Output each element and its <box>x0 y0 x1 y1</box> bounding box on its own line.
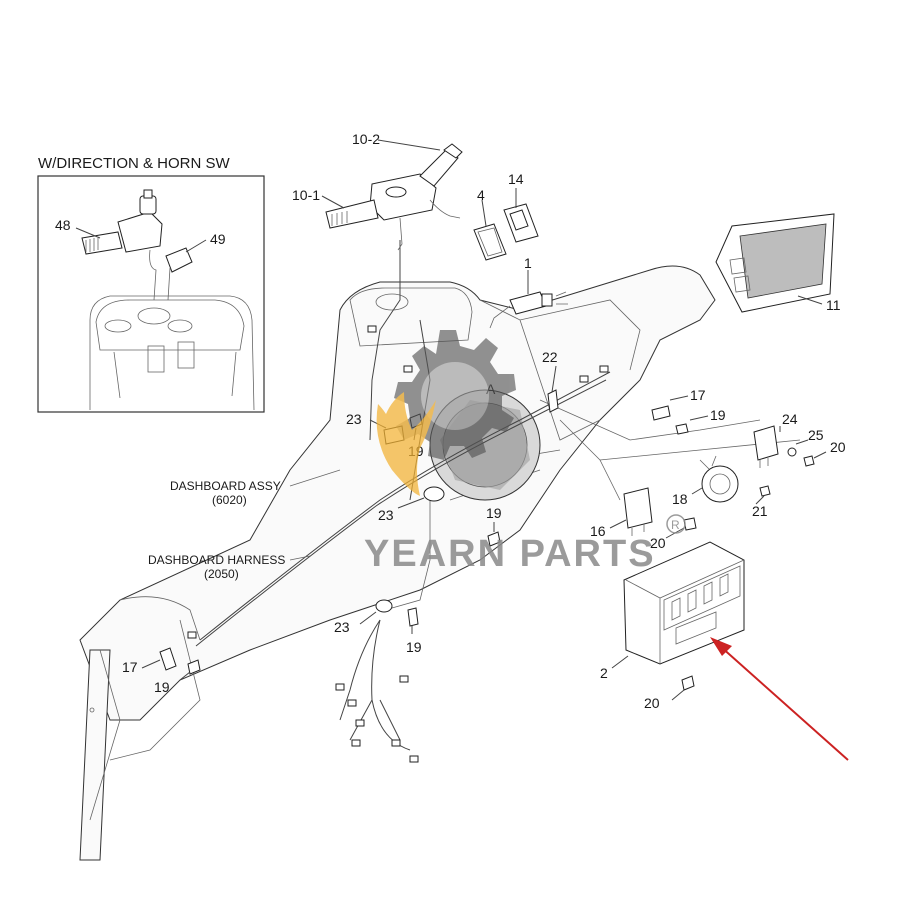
flasher-16 <box>623 487 697 536</box>
relay-24 <box>753 425 815 468</box>
callout-24: 24 <box>782 411 798 427</box>
callout-23-c: 23 <box>334 619 350 635</box>
callout-20-mid: 20 <box>650 535 666 551</box>
key-switch <box>489 291 568 329</box>
dashboard-assy-code: (6020) <box>212 493 247 507</box>
clamp-23-b <box>423 486 501 547</box>
watermark-brand: YEARN PARTS <box>364 533 656 575</box>
clamp-23-c <box>375 599 419 627</box>
horn-18 <box>701 455 771 503</box>
dashboard-harness-label: DASHBOARD HARNESS <box>148 553 285 567</box>
callout-49: 49 <box>210 231 226 247</box>
callout-19-c: 19 <box>486 505 502 521</box>
control-unit-2 <box>623 541 745 691</box>
combination-switch <box>325 143 463 251</box>
callout-11: 11 <box>826 297 841 313</box>
callout-23-b: 23 <box>378 507 394 523</box>
bracket-22 <box>547 389 559 413</box>
callout-20-upper: 20 <box>830 439 846 455</box>
callout-10-1: 10-1 <box>292 187 320 203</box>
callout-17-lower: 17 <box>122 659 138 675</box>
flame-icon <box>376 392 436 496</box>
callout-1: 1 <box>524 255 532 271</box>
dashboard-assy-label: DASHBOARD ASSY <box>170 479 281 493</box>
rocker-switch-4 <box>473 223 507 261</box>
dashboard-harness-code: (2050) <box>204 567 239 581</box>
callout-25: 25 <box>808 427 824 443</box>
callout-22: 22 <box>542 349 558 365</box>
callout-19-d: 19 <box>406 639 422 655</box>
callout-2: 2 <box>600 665 608 681</box>
inset-panel: W/DIRECTION & HORN SW 48 49 <box>37 155 265 413</box>
clip-17-lower <box>159 647 201 675</box>
watermark-logo: YEARN PARTS R <box>364 330 686 575</box>
callout-16: 16 <box>590 523 606 539</box>
direction-horn-switch <box>81 189 193 301</box>
callout-4: 4 <box>477 187 485 203</box>
callout-48: 48 <box>55 217 71 233</box>
callout-18: 18 <box>672 491 688 507</box>
callout-10-2: 10-2 <box>352 131 380 147</box>
callout-21: 21 <box>752 503 768 519</box>
callout-23-a: 23 <box>346 411 362 427</box>
callout-17-upper: 17 <box>690 387 706 403</box>
callout-19-e: 19 <box>154 679 170 695</box>
callout-19-upper: 19 <box>710 407 726 423</box>
callout-20-lower: 20 <box>644 695 660 711</box>
registered-mark: R <box>671 518 680 532</box>
rocker-switch-14 <box>503 203 539 243</box>
inset-title: W/DIRECTION & HORN SW <box>38 155 231 172</box>
monitor <box>715 213 835 313</box>
clip-17-upper <box>651 405 689 435</box>
registered-mark-icon <box>666 514 686 534</box>
callout-14: 14 <box>508 171 524 187</box>
red-arrow-icon <box>710 637 849 761</box>
